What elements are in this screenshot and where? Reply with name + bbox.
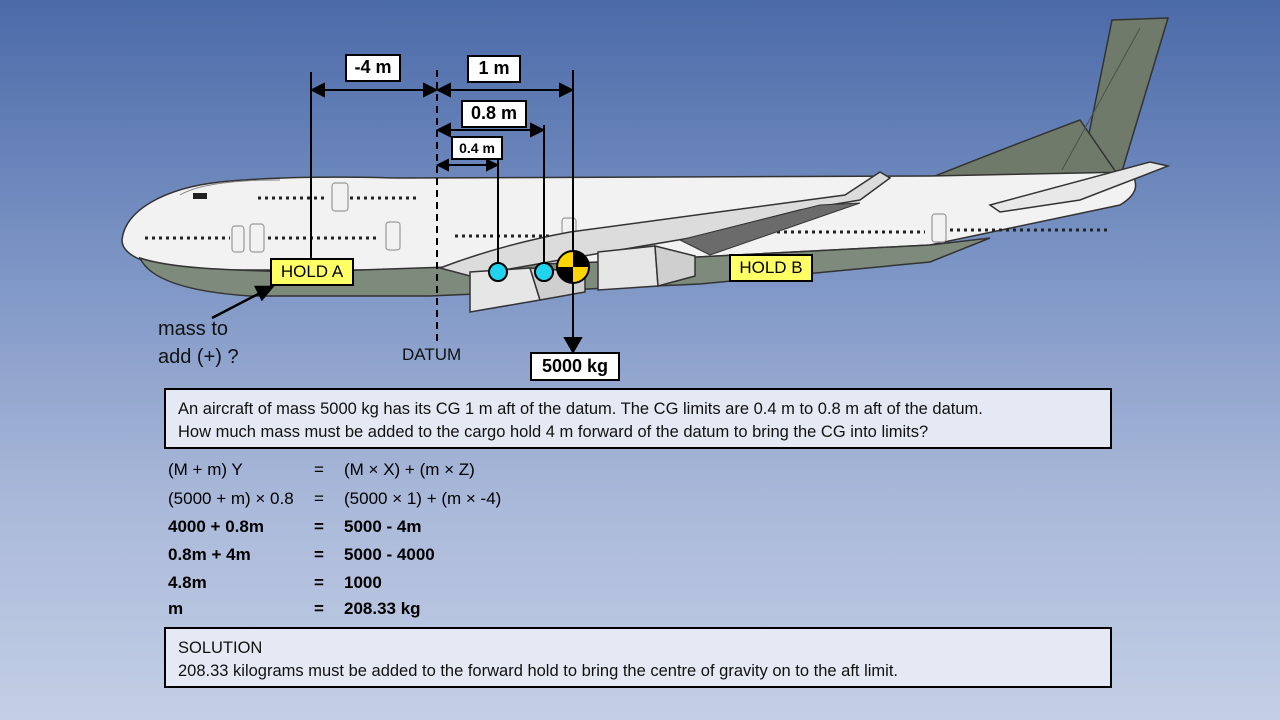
hold-b-label: HOLD B [729,254,813,282]
question-line-1: mass to [158,318,229,340]
dimension-forward [309,72,439,272]
equation-left: (M + m) Y [168,460,243,479]
equation-right: 5000 - 4m [344,517,422,536]
tail-fin-root [929,119,1122,179]
dimension-aft-limit-label: 0.8 m [461,100,527,128]
equation-sign: = [314,489,324,508]
equation-left: 4.8m [168,573,207,592]
equation-left: 4000 + 0.8m [168,517,264,536]
hold-a-label: HOLD A [270,258,354,286]
equation-right: 5000 - 4000 [344,545,435,564]
dimension-aft-limit [435,122,546,268]
equation-sign: = [314,573,324,592]
aft-limit-marker [534,262,554,282]
solution-title: SOLUTION [178,639,263,657]
equation-right: 1000 [344,573,382,592]
equation-sign: = [314,599,324,618]
problem-line-1: An aircraft of mass 5000 kg has its CG 1… [178,400,983,418]
mass-label: 5000 kg [530,352,620,381]
solution-text: 208.33 kilograms must be added to the fo… [178,662,898,680]
equation-sign: = [314,460,324,479]
dimension-fwd-limit [435,158,500,268]
hold-a-pointer-arrow [211,285,275,320]
question-line-2: add (+) ? [158,346,239,368]
horizontal-stabilizer [988,161,1171,213]
datum-label: DATUM [402,345,462,364]
equation-sign: = [314,517,324,536]
engine-inboard [469,267,586,313]
engine-outboard [597,245,696,291]
problem-panel: An aircraft of mass 5000 kg has its CG 1… [164,388,1112,449]
equation-sign: = [314,545,324,564]
fwd-limit-marker [488,262,508,282]
dimension-cg [435,70,583,355]
equation-right: (5000 × 1) + (m × -4) [344,489,502,508]
equation-right: (M × X) + (m × Z) [344,460,475,479]
dimension-cg-label: 1 m [467,55,521,83]
dimension-fwd-limit-label: 0.4 m [451,136,503,160]
equation-left: 0.8m + 4m [168,545,251,564]
equation-left: (5000 + m) × 0.8 [168,489,294,508]
dimension-forward-label: -4 m [345,54,401,82]
equation-right: 208.33 kg [344,599,421,618]
equation-left: m [168,599,184,618]
solution-panel: SOLUTION 208.33 kilograms must be added … [164,627,1112,688]
problem-line-2: How much mass must be added to the cargo… [178,423,929,441]
cg-marker [556,250,590,284]
